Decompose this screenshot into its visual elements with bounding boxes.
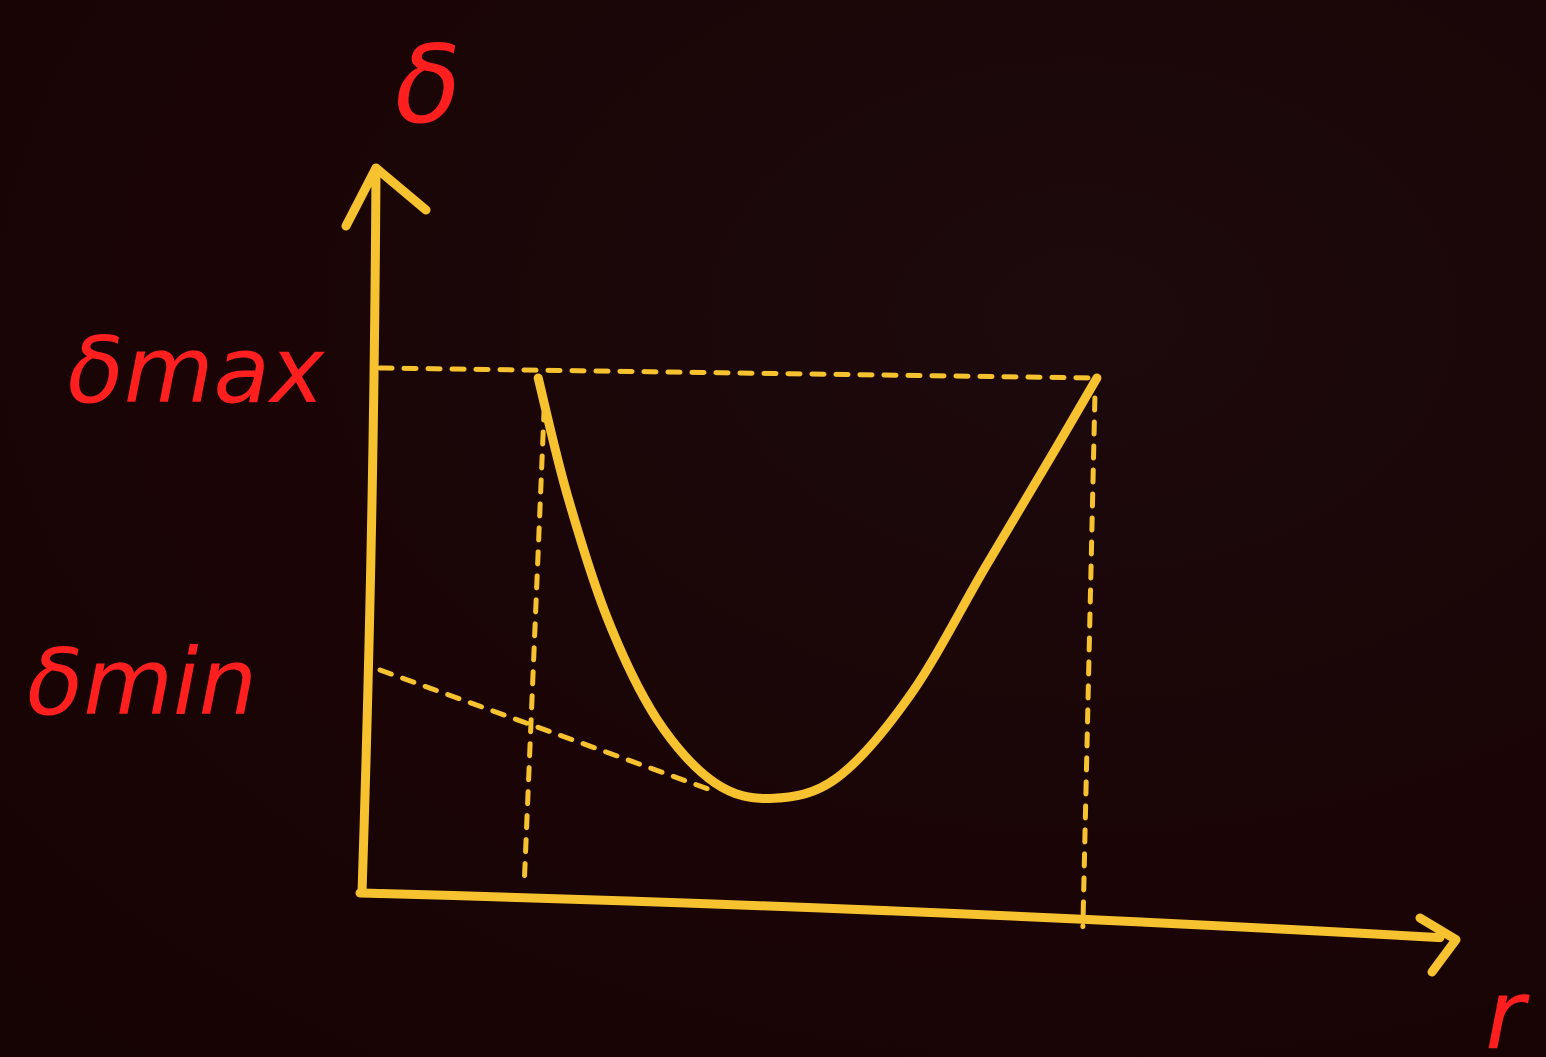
x-axis-label: r — [1485, 959, 1530, 1057]
guide-left-vertical — [521, 405, 547, 888]
guide-max-horizontal — [377, 365, 1100, 381]
series-curve — [533, 373, 1102, 804]
x-axis-arrowhead — [1415, 913, 1461, 977]
y-tick-label-max: δmax — [68, 317, 326, 424]
y-axis-label: δ — [395, 23, 461, 148]
guide-lines — [377, 365, 1100, 930]
x-axis — [355, 888, 1445, 943]
y-tick-label-min: δmin — [27, 629, 257, 736]
axes — [341, 163, 1461, 977]
guide-min-horizontal — [377, 667, 715, 793]
y-axis-arrowhead — [341, 163, 431, 231]
guide-right-vertical — [1080, 395, 1098, 930]
y-axis — [357, 163, 381, 898]
